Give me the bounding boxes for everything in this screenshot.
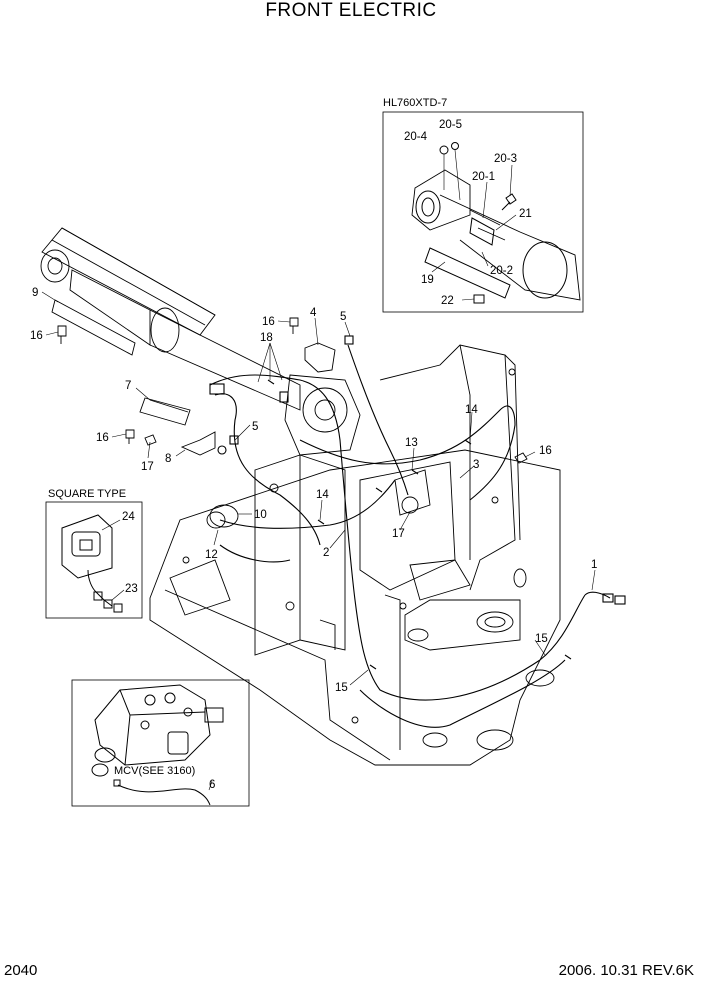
- callout-21: 21: [519, 208, 532, 220]
- leader-lines: [41, 291, 596, 686]
- callout-23: 23: [125, 583, 138, 595]
- page-number: 2040: [4, 962, 38, 979]
- callout-14-right: 14: [465, 404, 478, 416]
- callout-20-3: 20-3: [494, 153, 517, 165]
- square-type-label: SQUARE TYPE: [48, 488, 126, 500]
- callout-18: 18: [260, 332, 273, 344]
- boom-cylinder: [40, 227, 301, 411]
- callout-2: 2: [323, 547, 329, 559]
- model-inset-label: HL760XTD-7: [383, 97, 447, 109]
- callout-19: 19: [421, 274, 434, 286]
- callout-17-left: 17: [141, 461, 154, 473]
- callout-5-top: 5: [340, 311, 346, 323]
- callout-6: 6: [209, 779, 215, 791]
- callout-1: 1: [591, 559, 597, 571]
- model-inset: HL760XTD-7 20-4 20-5: [382, 97, 584, 313]
- callout-8: 8: [165, 453, 171, 465]
- callout-13: 13: [405, 437, 418, 449]
- square-type-inset: SQUARE TYPE: [45, 488, 143, 619]
- mcv-note: MCV(SEE 3160): [114, 765, 195, 777]
- callout-9: 9: [32, 287, 38, 299]
- callout-20-2: 20-2: [490, 265, 513, 277]
- callout-16-right: 16: [539, 445, 552, 457]
- callout-15-left: 15: [335, 682, 348, 694]
- callout-17-right: 17: [392, 528, 405, 540]
- callout-12: 12: [205, 549, 218, 561]
- callout-16-mid: 16: [96, 432, 109, 444]
- callout-5-mid: 5: [252, 421, 258, 433]
- revision-date: 2006. 10.31 REV.6K: [558, 962, 694, 979]
- mcv-inset: MCV(SEE 3160): [71, 679, 250, 807]
- callout-3: 3: [473, 459, 479, 471]
- main-frame: [149, 344, 561, 766]
- wire-harness: [209, 335, 626, 728]
- page-title: FRONT ELECTRIC: [265, 0, 437, 21]
- callout-24: 24: [122, 511, 135, 523]
- callout-7: 7: [125, 380, 131, 392]
- callout-16-top: 16: [262, 316, 275, 328]
- callout-20-4: 20-4: [404, 131, 428, 143]
- callout-15-right: 15: [535, 633, 548, 645]
- callout-4: 4: [310, 307, 317, 319]
- callout-14-left: 14: [316, 489, 329, 501]
- callout-10: 10: [254, 509, 267, 521]
- components: [57, 317, 528, 529]
- callouts: 9 16 16 4 5 18 7 16 17 8 5 10 12 14 2 13…: [30, 287, 597, 791]
- callout-16-left: 16: [30, 330, 43, 342]
- callout-20-1: 20-1: [472, 171, 495, 183]
- callout-22: 22: [441, 295, 454, 307]
- callout-20-5: 20-5: [439, 119, 462, 131]
